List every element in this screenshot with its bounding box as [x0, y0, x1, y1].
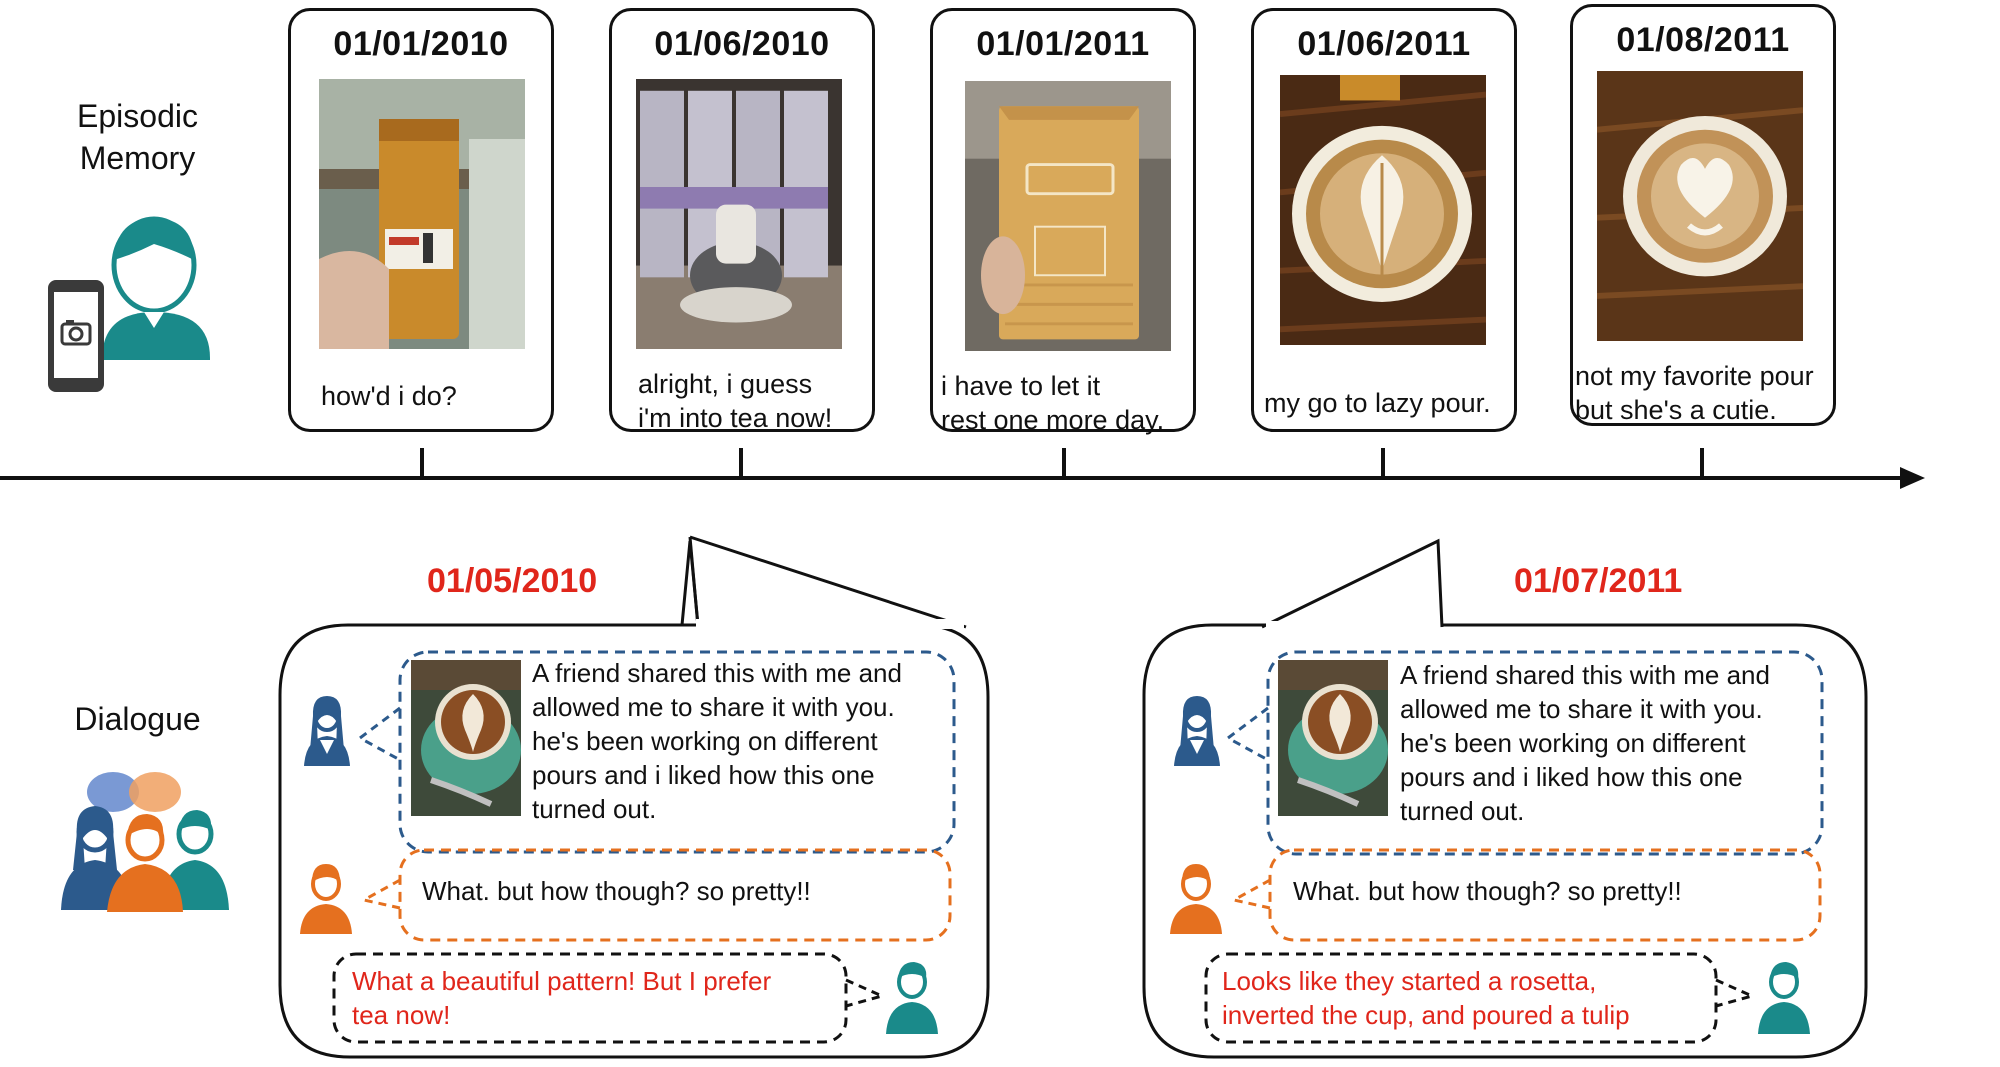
man-teal-icon	[886, 962, 938, 1034]
timeline-event-card: 01/01/2011 i have to let it rest one mor…	[930, 8, 1196, 435]
man-teal-icon	[1758, 962, 1810, 1034]
dialogue-date: 01/05/2010	[427, 562, 598, 600]
person-with-phone-icon	[48, 216, 210, 392]
speaker-a-message-bubble	[1225, 650, 1824, 856]
oolong-tea-tin-photo	[319, 79, 525, 349]
coffee-bag-photo	[965, 81, 1171, 351]
speaker-b-message-bubble	[359, 848, 952, 942]
event-date: 01/08/2011	[1616, 21, 1790, 59]
speaker-b-message-text: What. but how though? so pretty!!	[1293, 876, 1682, 906]
timeline-axis	[0, 448, 1925, 489]
speaker-a-message-bubble	[357, 650, 956, 854]
woman-blue-icon	[304, 696, 350, 766]
shared-latte-photo	[1278, 660, 1388, 816]
event-date: 01/06/2011	[1297, 25, 1471, 63]
speaker-b-message-text: What. but how though? so pretty!!	[422, 876, 811, 906]
timeline-event-card: 01/06/2011 my go to lazy pour.	[1251, 8, 1517, 432]
speaker-c-response-text: What a beautiful pattern! But I prefer t…	[352, 966, 772, 1030]
woman-blue-icon	[1174, 696, 1220, 766]
event-caption: not my favorite pour but she's a cutie.	[1575, 361, 1814, 425]
timeline-event-card: 01/06/2010 alright, i guess i'm into tea…	[609, 8, 875, 433]
shared-latte-photo	[411, 660, 521, 816]
event-date: 01/06/2010	[654, 25, 830, 63]
speaker-a-message-text: A friend shared this with me and allowed…	[532, 658, 902, 824]
speaker-c-response-text: Looks like they started a rosetta, inver…	[1222, 966, 1630, 1030]
woman-orange-icon	[1170, 864, 1222, 934]
speaker-b-message-bubble	[1229, 848, 1822, 942]
speaker-c-message-bubble	[332, 952, 887, 1044]
event-caption: my go to lazy pour.	[1264, 388, 1491, 418]
event-caption: alright, i guess i'm into tea now!	[638, 369, 833, 433]
dialogue-label: Dialogue	[74, 701, 201, 737]
group-chat-icon	[61, 772, 229, 912]
latte-art-heart-photo	[1597, 71, 1803, 341]
episodic-memory-label: Episodic Memory	[77, 98, 198, 176]
event-date: 01/01/2010	[333, 25, 509, 63]
tea-boxes-photo	[636, 79, 842, 349]
timeline-event-card: 01/01/2010 how'd i do?	[288, 8, 554, 432]
woman-orange-icon	[300, 864, 352, 934]
latte-art-rosetta-photo	[1280, 75, 1486, 345]
dialogue-bubble-tail	[1261, 538, 1444, 631]
dialogue-bubble-tail	[688, 535, 967, 629]
event-caption: i have to let it rest one more day.	[941, 371, 1165, 435]
event-caption: how'd i do?	[321, 381, 457, 411]
speaker-a-message-text: A friend shared this with me and allowed…	[1400, 660, 1770, 826]
event-date: 01/01/2011	[976, 25, 1150, 63]
dialogue-date: 01/07/2011	[1514, 562, 1683, 600]
timeline-event-card: 01/08/2011 not my favorite pour but she'…	[1570, 4, 1836, 426]
